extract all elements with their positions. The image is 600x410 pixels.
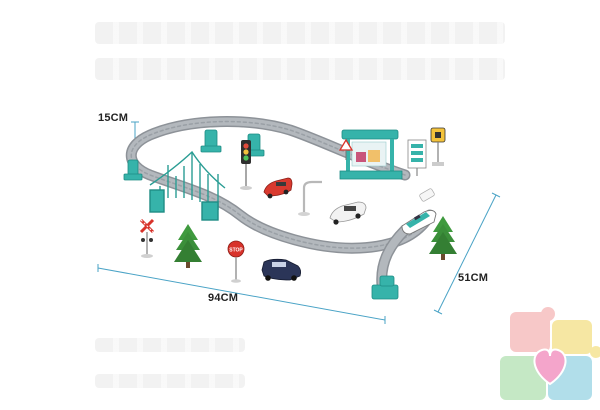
length-dimension-line — [97, 267, 386, 321]
navy-car-icon — [261, 258, 302, 281]
warning-sign-icon — [338, 138, 354, 160]
puzzle-heart-logo — [500, 307, 600, 400]
railroad-crossing-icon — [139, 218, 155, 258]
stop-sign-icon: STOP — [227, 240, 245, 283]
stop-sign-text: STOP — [229, 248, 243, 254]
bridge-icon — [149, 150, 226, 221]
depth-dimension-line — [437, 194, 497, 313]
depth-dimension-label: 51CM — [458, 272, 489, 284]
length-dimension-label: 94CM — [208, 292, 239, 304]
height-dimension-label: 15CM — [98, 112, 129, 124]
white-car-icon — [329, 201, 367, 225]
station-sign-icon — [430, 127, 446, 166]
red-car-icon — [263, 177, 293, 199]
tree-icon — [174, 224, 202, 268]
blurred-footer-text-2 — [95, 374, 245, 388]
dimension-lines — [97, 121, 501, 324]
blurred-footer-text-1 — [95, 338, 245, 352]
train-icon — [401, 188, 437, 235]
tree-icon — [429, 216, 457, 260]
blurred-header-text-2 — [95, 58, 505, 80]
traffic-light-icon — [240, 140, 252, 190]
street-lamp-icon — [298, 180, 322, 216]
train-station-icon — [339, 129, 427, 180]
blurred-header-text-1 — [95, 22, 505, 44]
